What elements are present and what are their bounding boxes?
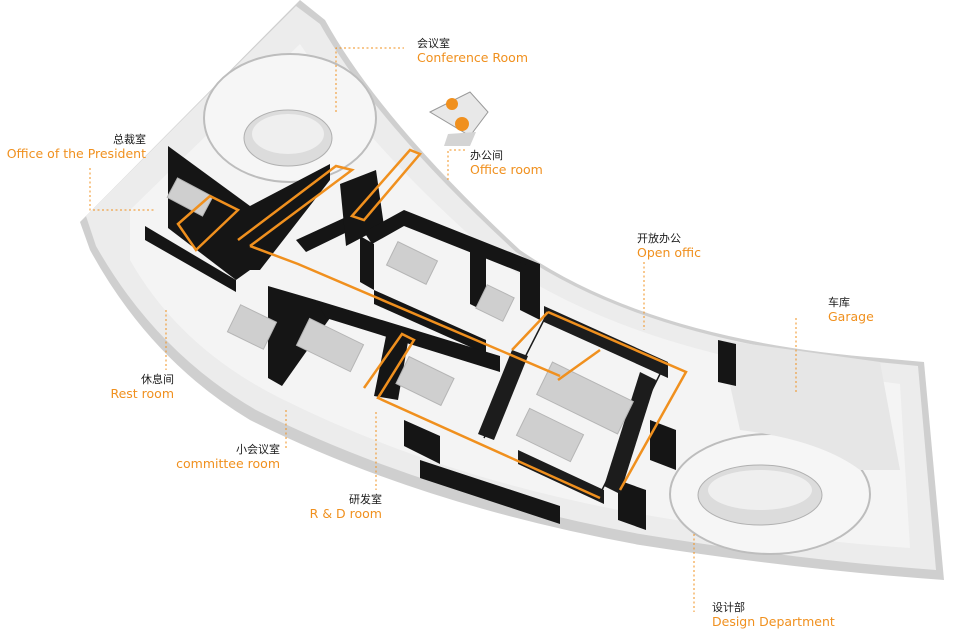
office-room-wall-5 — [374, 290, 486, 354]
leader-lines — [89, 47, 797, 612]
label-design-en: Design Department — [712, 613, 835, 629]
label-rd-room: 研发室 R & D room — [300, 493, 382, 521]
label-garage: 车库 Garage — [828, 296, 874, 324]
label-rd-cn: 研发室 — [349, 493, 382, 506]
route-open-office-2 — [511, 311, 549, 351]
office-room-wall-4 — [520, 262, 540, 320]
label-open-office: 开放办公 Open offic — [637, 232, 701, 260]
route-rd — [362, 332, 601, 500]
president-wall-2 — [145, 226, 236, 292]
label-design-cn: 设计部 — [712, 601, 745, 614]
open-office-wall-2 — [618, 480, 646, 530]
open-office-wall — [650, 420, 676, 470]
office-desk — [385, 241, 439, 285]
open-office-desks — [535, 361, 635, 435]
label-office-cn: 办公间 — [470, 149, 503, 162]
label-office-room: 办公间 Office room — [470, 149, 543, 177]
label-open-office-cn: 开放办公 — [637, 232, 681, 245]
label-open-office-en: Open offic — [637, 244, 701, 260]
office-desk-2 — [475, 284, 515, 322]
president-desk — [166, 177, 214, 217]
label-design-department: 设计部 Design Department — [712, 601, 835, 629]
label-president-en: Office of the President — [6, 145, 146, 161]
rd-desk-2 — [395, 355, 455, 407]
label-garage-en: Garage — [828, 308, 874, 324]
label-president-cn: 总裁室 — [113, 133, 146, 146]
president-wall — [168, 146, 250, 280]
route-open-office — [547, 310, 688, 491]
route-open-office-3 — [557, 348, 601, 382]
route-upper — [237, 164, 355, 248]
label-conference-cn: 会议室 — [417, 37, 450, 50]
robot-arm-illustration — [428, 91, 489, 146]
leader-president — [89, 168, 156, 211]
rd-desk — [295, 317, 365, 373]
leader-office — [447, 149, 466, 180]
label-conference-en: Conference Room — [417, 49, 528, 65]
label-rd-en: R & D room — [309, 505, 382, 521]
rd-wall-4 — [404, 420, 440, 464]
rest-room-sofa — [226, 304, 278, 350]
partition-block-left — [478, 350, 528, 440]
rd-wall — [268, 286, 330, 386]
garage-area — [720, 340, 900, 470]
corridor-wall — [420, 460, 560, 524]
open-office-desks-2 — [515, 407, 585, 463]
label-office-en: Office room — [470, 161, 543, 177]
label-committee-en: committee room — [176, 455, 280, 471]
office-room-wall-2 — [360, 236, 374, 290]
label-committee-cn: 小会议室 — [236, 443, 280, 456]
circulation-route — [176, 148, 688, 500]
office-wall-2 — [340, 170, 384, 246]
leader-conference — [335, 47, 404, 112]
label-rest-en: Rest room — [110, 385, 174, 401]
label-rest-room: 休息间 Rest room — [96, 373, 174, 401]
route-main — [249, 244, 561, 378]
garage-wall — [718, 340, 736, 386]
label-rest-cn: 休息间 — [141, 373, 174, 386]
route-office — [349, 148, 423, 222]
partition-walls — [145, 146, 736, 530]
conference-table-top — [252, 114, 324, 154]
desks — [166, 177, 635, 463]
route-president — [176, 194, 241, 252]
label-committee-room: 小会议室 committee room — [166, 443, 280, 471]
office-room-wall — [364, 210, 540, 280]
design-table-top — [708, 470, 812, 510]
label-garage-cn: 车库 — [828, 296, 850, 309]
label-conference-room: 会议室 Conference Room — [417, 37, 528, 65]
partition-block-right — [604, 372, 656, 494]
label-president-office: 总裁室 Office of the President — [0, 133, 146, 161]
